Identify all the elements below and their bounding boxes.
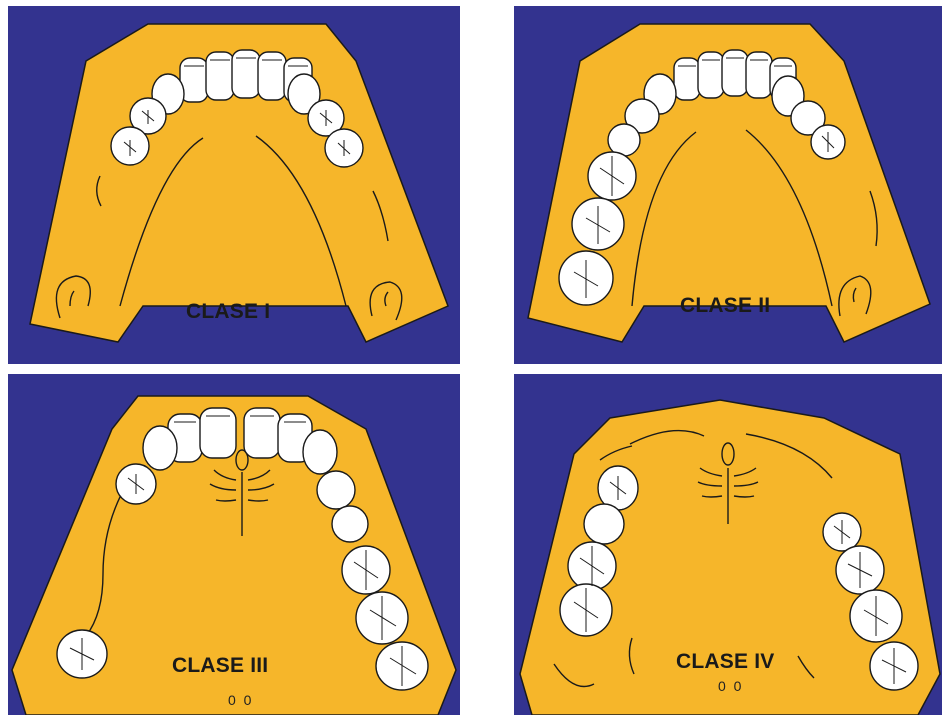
class-label: CLASE III (172, 654, 268, 678)
panel-clase-i: CLASE I (8, 6, 460, 364)
tooth (317, 471, 355, 509)
tooth (258, 52, 286, 100)
tooth (698, 52, 724, 98)
tooth (608, 124, 640, 156)
class-label: CLASE I (186, 300, 270, 324)
reference-mark: 0 0 (718, 678, 743, 694)
class-label: CLASE IV (676, 650, 774, 674)
tooth (746, 52, 772, 98)
tooth (143, 426, 177, 470)
tooth (232, 50, 260, 98)
tooth (206, 52, 234, 100)
panel-clase-iii: CLASE III 0 0 (8, 374, 460, 715)
tooth (722, 50, 748, 96)
tooth (332, 506, 368, 542)
reference-mark: 0 0 (228, 692, 253, 708)
tooth (584, 504, 624, 544)
tooth (674, 58, 700, 100)
tooth (303, 430, 337, 474)
class-label: CLASE II (680, 294, 770, 318)
panel-clase-ii: CLASE II (514, 6, 942, 364)
panel-clase-iv: CLASE IV 0 0 (514, 374, 942, 715)
